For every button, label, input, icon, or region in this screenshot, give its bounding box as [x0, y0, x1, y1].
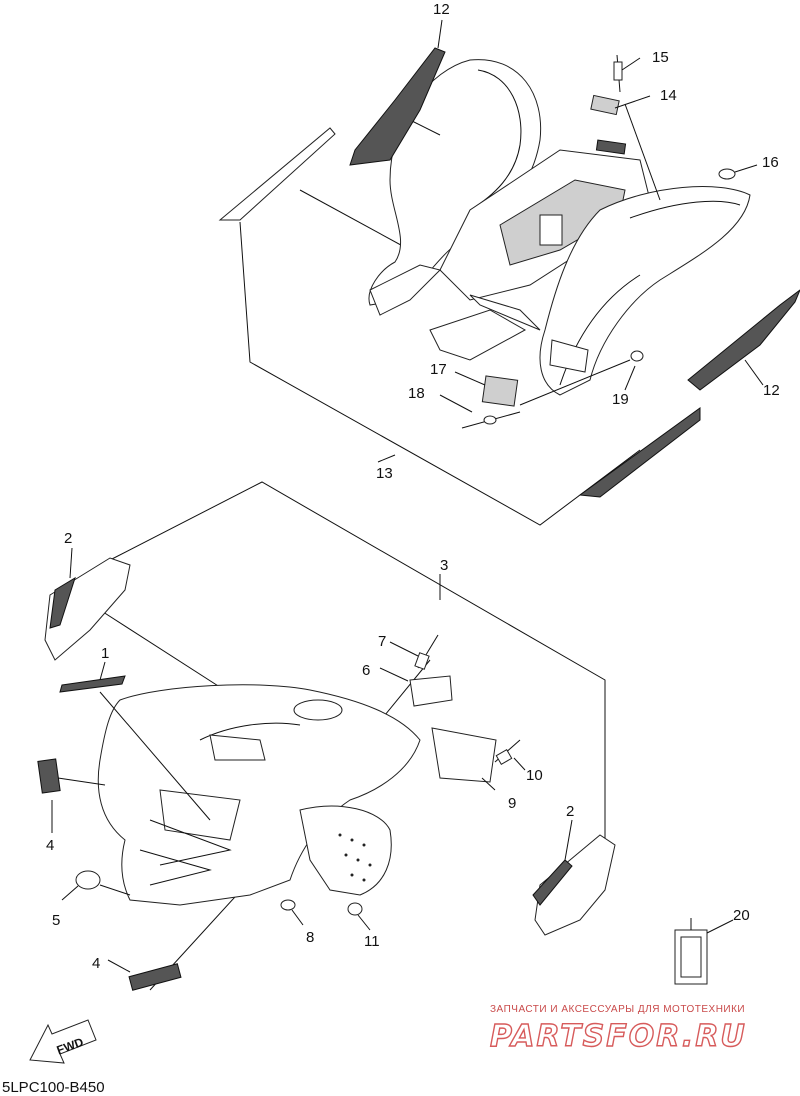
- rivet-15: [613, 54, 623, 93]
- reflector-left: [37, 758, 61, 794]
- callout-12-right: 12: [763, 382, 780, 399]
- fender-decal-right: [687, 289, 800, 391]
- side-panel-left-decal: [49, 576, 76, 629]
- front-grille-intake: [209, 734, 266, 761]
- side-strip-lower: [578, 407, 701, 498]
- callout-15: 15: [652, 49, 669, 66]
- callout-16: 16: [762, 154, 779, 171]
- side-panel-right-decal: [532, 859, 573, 906]
- storage-latch: [539, 214, 563, 246]
- washer-8: [280, 899, 296, 911]
- callout-10: 10: [526, 767, 543, 784]
- rivet-7: [414, 634, 439, 670]
- rear-fender-right: [539, 186, 751, 396]
- fender-decal-upper: [349, 47, 446, 166]
- bracket-line-3: [109, 481, 606, 850]
- mud-flap-center: [429, 309, 527, 361]
- fender-badge: [595, 139, 627, 155]
- callout-8: 8: [306, 929, 314, 946]
- callout-9: 9: [508, 795, 516, 812]
- inner-fender-holes: [338, 833, 372, 882]
- inner-fender: [299, 805, 392, 896]
- watermark: ЗАПЧАСТИ И АКСЕССУАРЫ ДЛЯ МОТОТЕХНИКИ PA…: [489, 1004, 747, 1055]
- side-strip-left: [218, 127, 336, 221]
- front-fender-assembly: [37, 481, 734, 991]
- watermark-tagline: ЗАПЧАСТИ И АКСЕССУАРЫ ДЛЯ МОТОТЕХНИКИ: [490, 1004, 745, 1015]
- caution-label: [674, 918, 708, 985]
- fwd-arrow-icon: [29, 1019, 97, 1064]
- cap-5: [75, 870, 101, 890]
- callout-13: 13: [376, 465, 393, 482]
- mud-flap-left: [369, 264, 441, 316]
- side-panel-right: [534, 834, 616, 936]
- washer-11: [347, 902, 363, 916]
- callout-11: 11: [364, 933, 380, 950]
- callout-4-left: 4: [46, 837, 54, 854]
- callout-2-left: 2: [64, 530, 72, 547]
- callout-1: 1: [101, 645, 109, 662]
- callout-19: 19: [612, 391, 629, 408]
- callout-17: 17: [430, 361, 447, 378]
- callout-20: 20: [733, 907, 750, 924]
- emblem-decal: [59, 675, 126, 693]
- callout-5: 5: [52, 912, 60, 929]
- callout-6: 6: [362, 662, 370, 679]
- fwd-arrow: FWD: [29, 1019, 97, 1064]
- callout-3: 3: [440, 557, 448, 574]
- fuel-cap-opening: [293, 699, 343, 721]
- fender-stay: [469, 294, 541, 331]
- diagram-code: 5LPC100-B450: [2, 1079, 105, 1096]
- reflector-lower: [128, 963, 182, 991]
- cover-plate-9: [431, 727, 497, 783]
- collar-19: [630, 350, 644, 362]
- headlight-housing: [159, 789, 241, 841]
- watermark-brand: PARTSFOR.RU: [490, 1019, 747, 1054]
- rear-fender-assembly: [218, 19, 800, 526]
- callout-18: 18: [408, 385, 425, 402]
- grommet-16: [718, 168, 736, 180]
- cover-plate-6: [409, 675, 453, 707]
- side-panel-left: [44, 557, 131, 661]
- screw-18: [461, 411, 521, 429]
- callout-12-top: 12: [433, 1, 450, 18]
- callout-7: 7: [378, 633, 386, 650]
- callout-labels: 12 15 14 16 17 18 19 12 13 2 3 7 1 6 10 …: [46, 1, 780, 972]
- callout-4-lower: 4: [92, 955, 100, 972]
- callout-14: 14: [660, 87, 677, 104]
- bracket-14: [590, 94, 620, 116]
- plate-17: [481, 375, 519, 407]
- plate-light-recess: [549, 339, 589, 373]
- rivet-10: [494, 739, 521, 766]
- callout-2-right: 2: [566, 803, 574, 820]
